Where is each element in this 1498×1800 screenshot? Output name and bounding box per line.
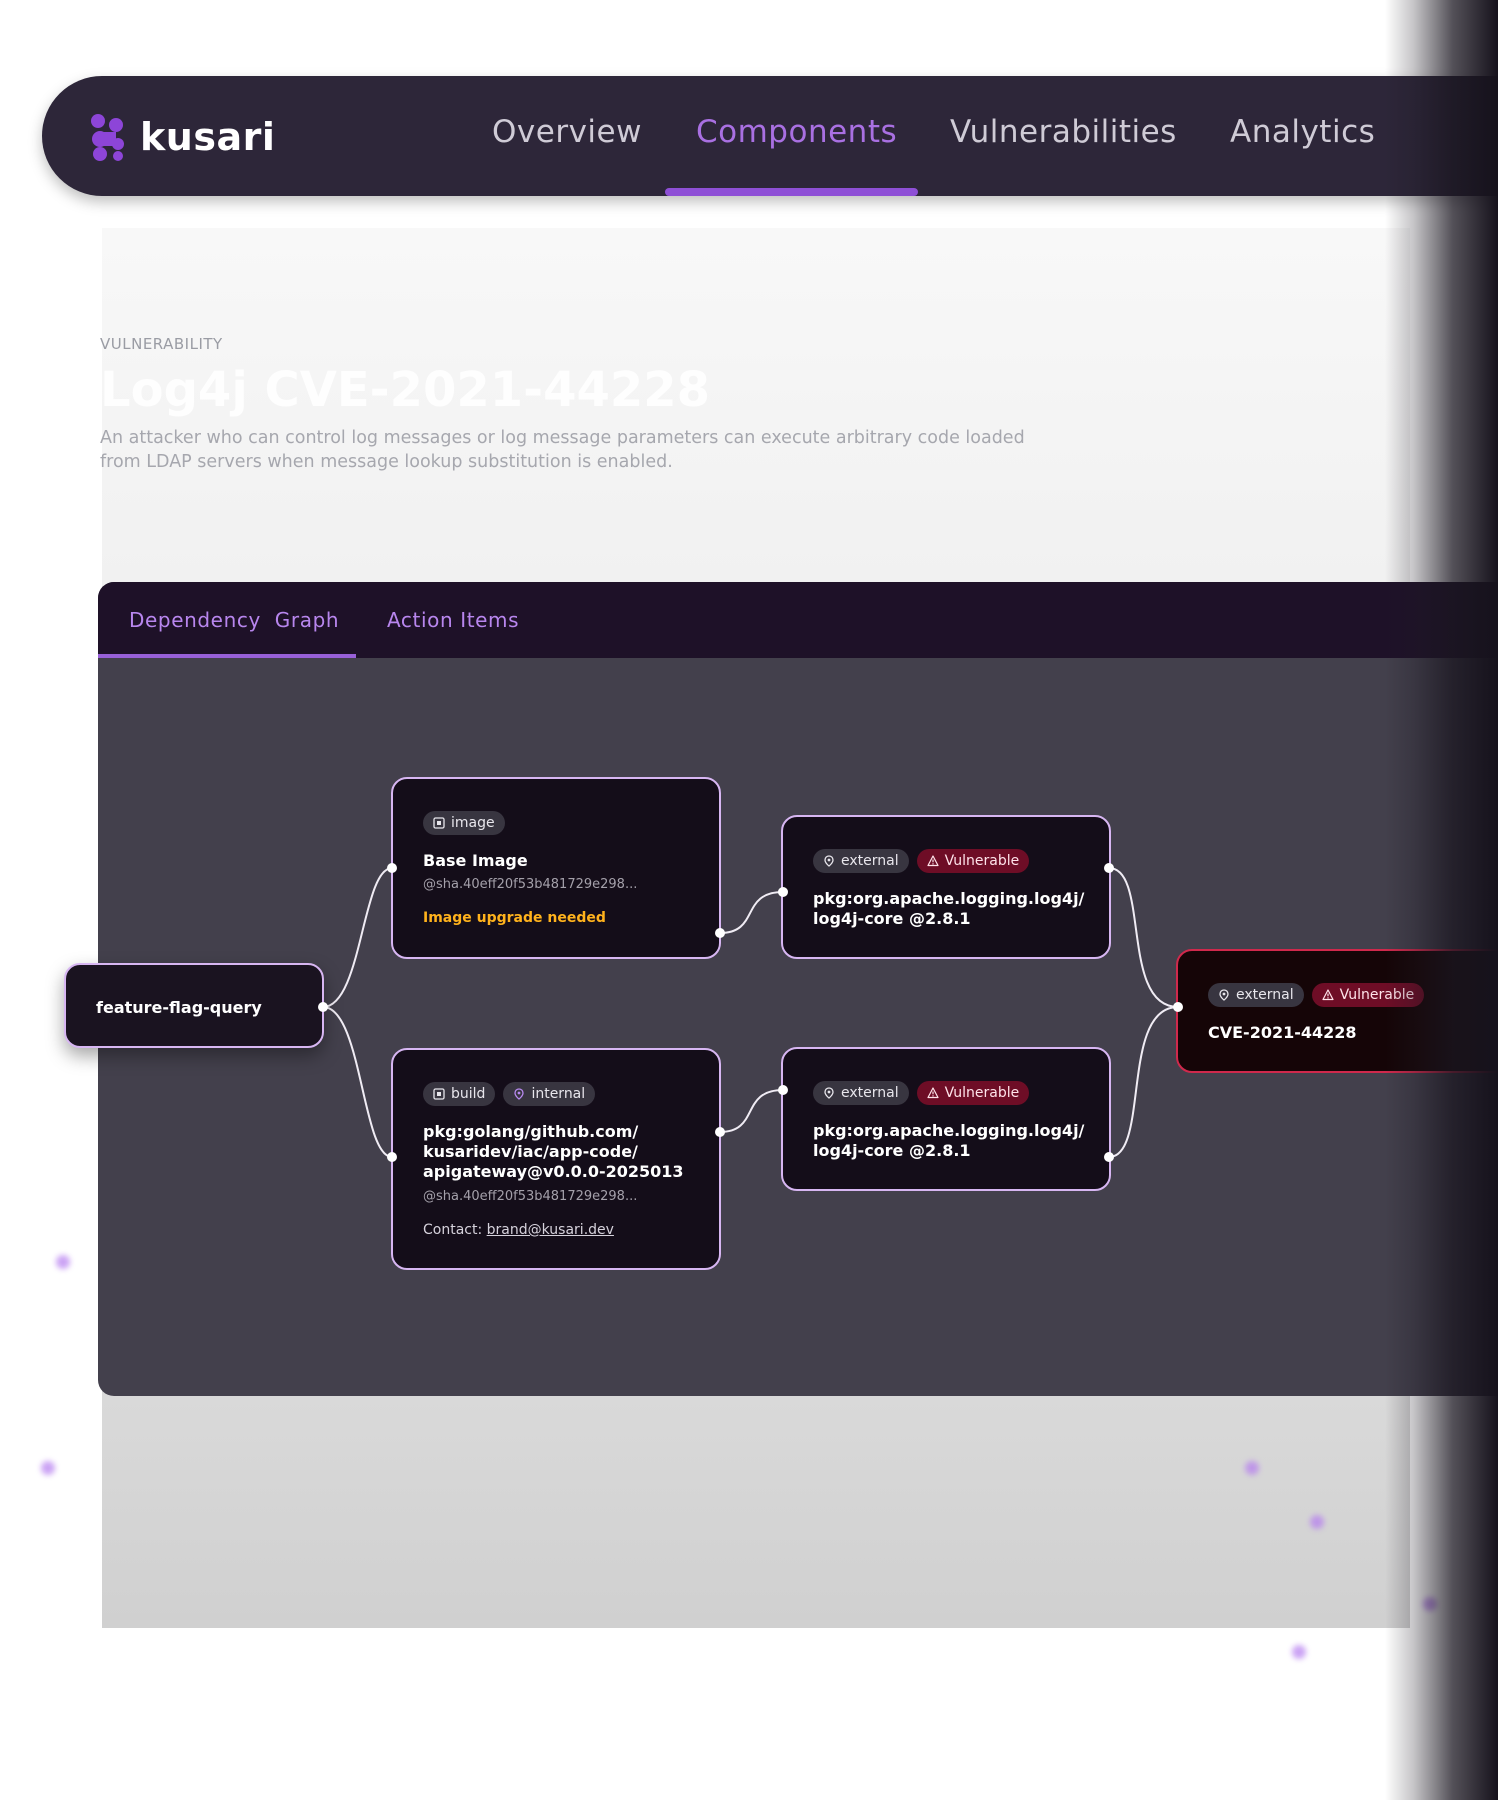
cve-title: CVE-2021-44228 [1208,1023,1357,1042]
warning-triangle-icon [927,1087,939,1099]
badge-external-label: external [1236,987,1294,1003]
contact-label: Contact: [423,1222,483,1238]
build-title-line-2: kusaridev/iac/app-code/ [423,1142,638,1161]
badge-external: external [813,849,909,873]
build-title-line-1: pkg:golang/github.com/ [423,1122,639,1141]
port-dot [778,1085,788,1095]
graph-node-root[interactable]: feature-flag-query [64,963,324,1048]
port-dot [387,1152,397,1162]
image-icon [433,817,445,829]
tab-dependency-graph[interactable]: Dependency Graph [129,608,340,632]
port-dot [1104,1152,1114,1162]
contact-email-link[interactable]: brand@kusari.dev [486,1222,614,1238]
port-dot [318,1002,328,1012]
badge-internal: internal [503,1082,596,1106]
badge-external: external [1208,983,1304,1007]
badge-image-label: image [451,815,495,831]
dep-bottom-title-line-2: log4j-core @2.8.1 [813,1141,971,1160]
brand-logo[interactable]: kusari [88,112,275,162]
nav-item-overview[interactable]: Overview [492,114,642,150]
badge-vulnerable-label: Vulnerable [944,853,1020,869]
location-pin-icon [514,1088,525,1100]
sparkle-decoration [56,1255,70,1269]
graph-node-build[interactable]: build internal pkg:golang/github.com/ ku… [391,1048,721,1270]
graph-node-cve[interactable]: external Vulnerable CVE-2021-44228 [1176,949,1498,1073]
port-dot [778,887,788,897]
base-image-hash: @sha.40eff20f53b481729e298... [423,877,638,892]
port-dot [1104,863,1114,873]
warning-triangle-icon [1322,989,1334,1001]
sparkle-decoration [1245,1461,1259,1475]
warning-triangle-icon [927,855,939,867]
nav-item-vulnerabilities[interactable]: Vulnerabilities [950,114,1177,150]
tab-action-items[interactable]: Action Items [387,608,520,632]
location-pin-icon [824,855,834,867]
base-image-title: Base Image [423,851,528,870]
badge-internal-label: internal [531,1086,586,1102]
build-contact: Contact: brand@kusari.dev [423,1222,614,1238]
sparkle-decoration [1423,1597,1437,1611]
sparkle-decoration [1292,1645,1306,1659]
build-title-line-3: apigateway@v0.0.0-2025013 [423,1162,684,1181]
badge-build: build [423,1082,496,1106]
graph-node-dep-bottom[interactable]: external Vulnerable pkg:org.apache.loggi… [781,1047,1111,1191]
badge-external: external [813,1081,909,1105]
graph-node-base-image[interactable]: image Base Image @sha.40eff20f53b481729e… [391,777,721,959]
brand-name: kusari [140,115,276,159]
badge-vulnerable-label: Vulnerable [1339,987,1415,1003]
active-tab-indicator [98,654,356,658]
dep-top-title-line-2: log4j-core @2.8.1 [813,909,971,928]
active-nav-indicator [665,188,918,196]
badge-image: image [423,811,505,835]
root-node-label: feature-flag-query [96,998,262,1017]
sparkle-decoration [41,1461,55,1475]
page-description: An attacker who can control log messages… [100,428,1025,472]
port-dot [387,863,397,873]
nav-item-analytics[interactable]: Analytics [1230,114,1376,150]
image-icon [433,1088,445,1100]
dep-top-title-line-1: pkg:org.apache.logging.log4j/ [813,889,1085,908]
nav-item-components[interactable]: Components [696,114,898,150]
badge-vulnerable-label: Vulnerable [944,1085,1020,1101]
location-pin-icon [1219,989,1229,1001]
port-dot [715,1127,725,1137]
page-eyebrow: VULNERABILITY [100,335,223,353]
badge-external-label: external [841,853,899,869]
dep-bottom-title-line-1: pkg:org.apache.logging.log4j/ [813,1121,1085,1140]
port-dot [1173,1002,1183,1012]
kusari-logo-icon [91,114,124,161]
badge-external-label: external [841,1085,899,1101]
page-title: Log4j CVE-2021-44228 [100,362,711,418]
port-dot [715,928,725,938]
location-pin-icon [824,1087,834,1099]
badge-vulnerable: Vulnerable [1311,983,1425,1007]
graph-node-dep-top[interactable]: external Vulnerable pkg:org.apache.loggi… [781,815,1111,959]
badge-vulnerable: Vulnerable [916,849,1030,873]
tab-bar: Dependency Graph Action Items [98,582,1498,658]
build-hash: @sha.40eff20f53b481729e298... [423,1189,638,1204]
base-image-warning: Image upgrade needed [423,910,606,926]
badge-vulnerable: Vulnerable [916,1081,1030,1105]
sparkle-decoration [1310,1515,1324,1529]
top-navigation: kusari Overview Components Vulnerabiliti… [42,76,1498,196]
badge-build-label: build [451,1086,486,1102]
